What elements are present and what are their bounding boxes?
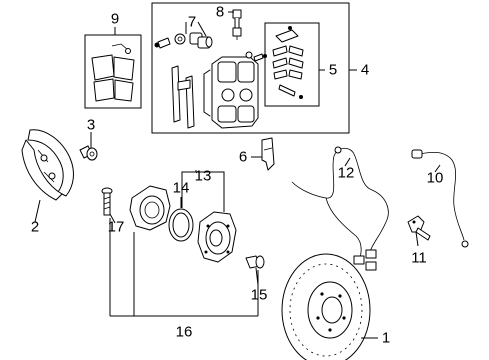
brake-pad-set-icon — [84, 34, 142, 109]
callout-9: 9 — [111, 11, 119, 28]
callout-10: 10 — [427, 170, 444, 187]
callout-6: 6 — [239, 149, 247, 166]
caliper-assembly-box-icon — [151, 2, 350, 134]
brake-pad-upper-right — [113, 56, 135, 81]
brake-pad-lower-left — [93, 78, 115, 102]
snap-ring-icon — [168, 208, 194, 242]
callout-15: 15 — [251, 287, 268, 304]
callout-4: 4 — [361, 62, 369, 79]
caliper-assembly-box — [151, 2, 350, 134]
callout-8: 8 — [216, 4, 224, 21]
wheel-stud-icon — [101, 187, 113, 216]
callout-labels: 1 2 3 4 5 6 7 8 9 10 11 12 13 14 15 16 1… — [31, 4, 444, 347]
callout-13: 13 — [195, 168, 212, 185]
callout-14: 14 — [173, 180, 190, 197]
bracket-icon — [261, 137, 275, 171]
pad-wear-sensor — [125, 48, 131, 54]
splash-shield-icon — [21, 129, 74, 201]
brake-pad-upper-left — [91, 54, 115, 81]
callout-7: 7 — [188, 14, 196, 31]
abs-harness-icon — [291, 146, 389, 271]
callout-3: 3 — [87, 117, 95, 134]
leader-lines — [34, 11, 441, 339]
steering-knuckle-icon — [129, 185, 171, 231]
rear-abs-sensor-icon — [411, 149, 469, 248]
callout-16: 16 — [176, 324, 193, 341]
hub-bolt-icon — [245, 255, 265, 269]
hardware-kit-box — [264, 22, 320, 107]
pad-set-box — [84, 34, 142, 109]
callout-1: 1 — [382, 330, 390, 347]
callout-17: 17 — [108, 219, 125, 236]
bleeder-cap-icon — [174, 32, 213, 49]
brake-pad-lower-right — [114, 79, 134, 102]
brake-caliper-icon — [203, 51, 259, 129]
hub-assembly-icon — [197, 211, 237, 263]
brake-rotor-icon — [281, 253, 371, 360]
pad-wear-wire — [111, 43, 129, 51]
pad-hardware-kit-icon — [272, 26, 304, 99]
callout-5: 5 — [329, 62, 337, 79]
wheel-speed-sensor-icon — [407, 215, 431, 241]
bleeder-screw-icon — [232, 9, 242, 40]
callout-2: 2 — [31, 219, 39, 236]
caliper-bracket-icon — [171, 65, 195, 129]
caliper-bolts-icon — [154, 37, 267, 62]
callout-11: 11 — [411, 250, 427, 267]
callout-12: 12 — [338, 165, 355, 182]
bolt-icon — [79, 145, 98, 161]
